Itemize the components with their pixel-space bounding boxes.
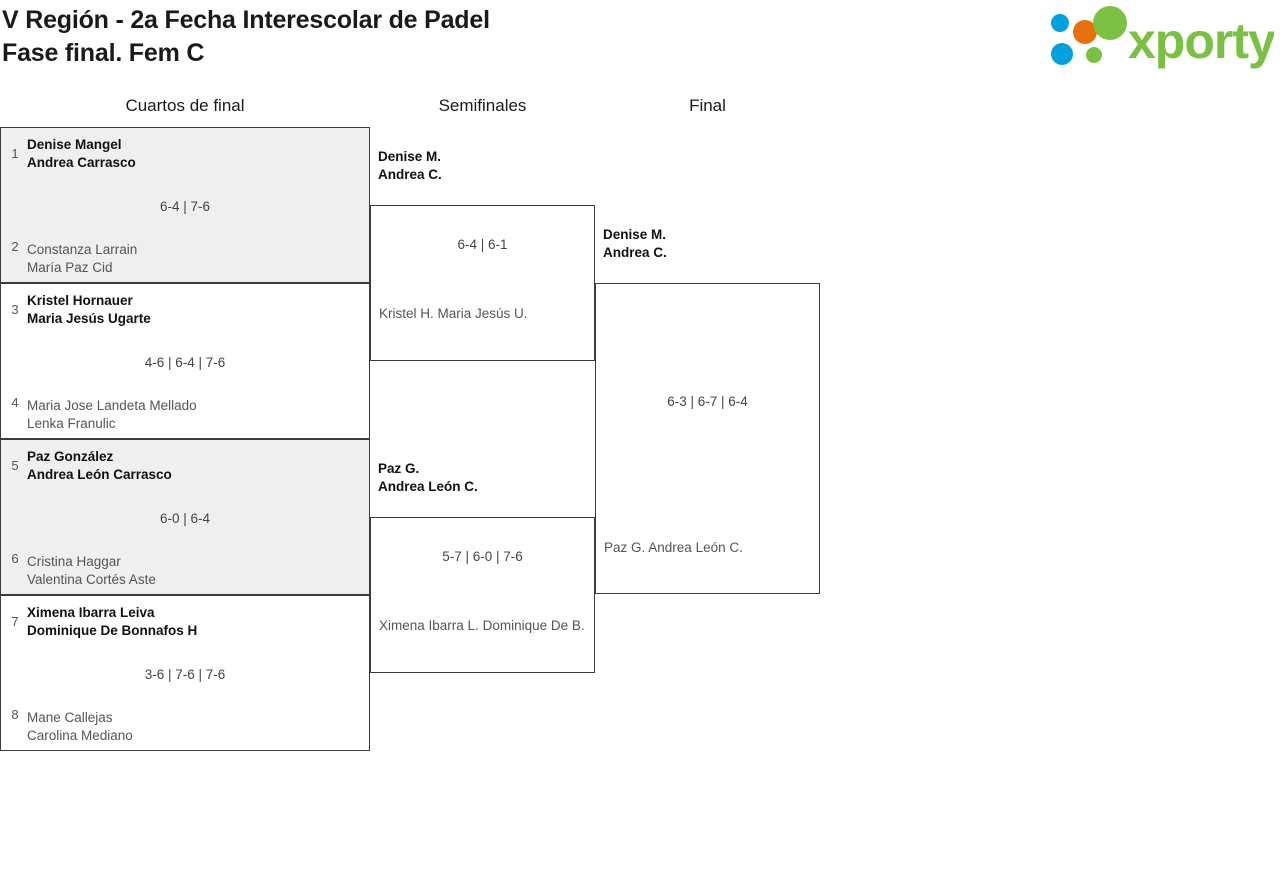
final-winner-label: Denise M. Andrea C. — [603, 226, 667, 262]
match-score: 6-4 | 6-1 — [457, 237, 508, 252]
team-loser: Mane Callejas Carolina Mediano — [27, 709, 361, 744]
match-semifinal-1[interactable]: 6-4 | 6-1 Kristel H. Maria Jesús U. — [370, 205, 595, 361]
column-header-quarterfinals: Cuartos de final — [125, 96, 245, 115]
player-name: Dominique De B. — [482, 618, 585, 633]
seed-number: 3 — [11, 302, 19, 317]
team-loser: Ximena Ibarra L. Dominique De B. — [379, 617, 585, 635]
match-score: 3-6 | 7-6 | 7-6 — [144, 667, 226, 682]
player-name: Dominique De Bonnafos H — [27, 622, 198, 638]
logo-dot-blue-bottom — [1051, 43, 1073, 65]
player-name: Lenka Franulic — [27, 415, 116, 431]
title-line-1: V Región - 2a Fecha Interescolar de Pade… — [2, 6, 490, 34]
page-title: V Región - 2a Fecha Interescolar de Pade… — [0, 0, 902, 70]
player-name: Kristel H. — [379, 306, 434, 321]
player-name: María Paz Cid — [27, 259, 113, 275]
match-semifinal-2[interactable]: 5-7 | 6-0 | 7-6 Ximena Ibarra L. Dominiq… — [370, 517, 595, 673]
player-name: Maria Jesús U. — [437, 306, 528, 321]
semifinal-2-winner-label: Paz G. Andrea León C. — [378, 460, 478, 496]
seed-number: 4 — [11, 395, 19, 410]
team-winner: Ximena Ibarra Leiva Dominique De Bonnafo… — [27, 604, 361, 639]
xporty-logo-svg: xporty — [1051, 6, 1274, 69]
match-quarterfinal-1[interactable]: 1 Denise Mangel Andrea Carrasco 6-4 | 7-… — [0, 127, 370, 283]
logo-dot-orange — [1073, 20, 1097, 44]
match-score: 5-7 | 6-0 | 7-6 — [442, 549, 523, 564]
team-loser: Maria Jose Landeta Mellado Lenka Franuli… — [27, 397, 361, 432]
player-name: Cristina Haggar — [27, 554, 121, 569]
player-name: Andrea León C. — [378, 479, 478, 494]
player-name: Ximena Ibarra L. — [379, 618, 479, 633]
player-name: Andrea C. — [378, 167, 442, 182]
player-name: Maria Jesús Ugarte — [27, 310, 151, 326]
player-name: Andrea Carrasco — [27, 154, 136, 170]
player-name: Maria Jose Landeta Mellado — [27, 398, 197, 413]
player-name: Denise M. — [378, 149, 442, 164]
match-quarterfinal-4[interactable]: 7 Ximena Ibarra Leiva Dominique De Bonna… — [0, 595, 370, 751]
team-loser: Cristina Haggar Valentina Cortés Aste — [27, 553, 361, 588]
logo-dot-blue-top — [1051, 14, 1069, 32]
player-name: Andrea León C. — [648, 540, 743, 555]
seed-number: 1 — [11, 146, 19, 161]
seed-number: 7 — [11, 614, 19, 629]
player-name: Ximena Ibarra Leiva — [27, 605, 155, 620]
logo-dot-green-large — [1093, 6, 1127, 40]
team-loser: Constanza Larrain María Paz Cid — [27, 241, 361, 276]
player-name: Paz G. — [604, 540, 646, 555]
column-header-final: Final — [689, 96, 726, 115]
match-quarterfinal-2[interactable]: 3 Kristel Hornauer Maria Jesús Ugarte 4-… — [0, 283, 370, 439]
match-final[interactable]: 6-3 | 6-7 | 6-4 Paz G. Andrea León C. — [595, 283, 820, 594]
player-name: Denise Mangel — [27, 137, 122, 152]
team-winner: Denise Mangel Andrea Carrasco — [27, 136, 361, 171]
player-name: Constanza Larrain — [27, 242, 138, 257]
team-loser: Paz G. Andrea León C. — [604, 539, 743, 557]
player-name: Andrea C. — [603, 245, 667, 260]
player-name: Valentina Cortés Aste — [27, 571, 156, 587]
player-name: Kristel Hornauer — [27, 293, 133, 308]
column-header-semifinals: Semifinales — [438, 96, 527, 115]
title-line-2: Fase final. Fem C — [2, 39, 205, 67]
match-score: 6-4 | 7-6 — [159, 199, 211, 214]
player-name: Denise M. — [603, 227, 667, 242]
player-name: Paz González — [27, 449, 114, 464]
match-quarterfinal-3[interactable]: 5 Paz González Andrea León Carrasco 6-0 … — [0, 439, 370, 595]
seed-number: 2 — [11, 239, 19, 254]
seed-number: 8 — [11, 707, 19, 722]
team-winner: Kristel Hornauer Maria Jesús Ugarte — [27, 292, 361, 327]
player-name: Mane Callejas — [27, 710, 113, 725]
match-score: 4-6 | 6-4 | 7-6 — [144, 355, 226, 370]
team-winner: Paz González Andrea León Carrasco — [27, 448, 361, 483]
logo-wordmark: xporty — [1128, 13, 1274, 69]
seed-number: 6 — [11, 551, 19, 566]
player-name: Paz G. — [378, 461, 420, 476]
team-loser: Kristel H. Maria Jesús U. — [379, 305, 528, 323]
match-score: 6-3 | 6-7 | 6-4 — [667, 394, 748, 409]
xporty-logo[interactable]: xporty — [1044, 6, 1274, 70]
semifinal-1-winner-label: Denise M. Andrea C. — [378, 148, 442, 184]
player-name: Carolina Mediano — [27, 727, 133, 743]
match-score: 6-0 | 6-4 — [159, 511, 211, 526]
seed-number: 5 — [11, 458, 19, 473]
logo-dot-green-small — [1086, 47, 1102, 63]
player-name: Andrea León Carrasco — [27, 466, 172, 482]
